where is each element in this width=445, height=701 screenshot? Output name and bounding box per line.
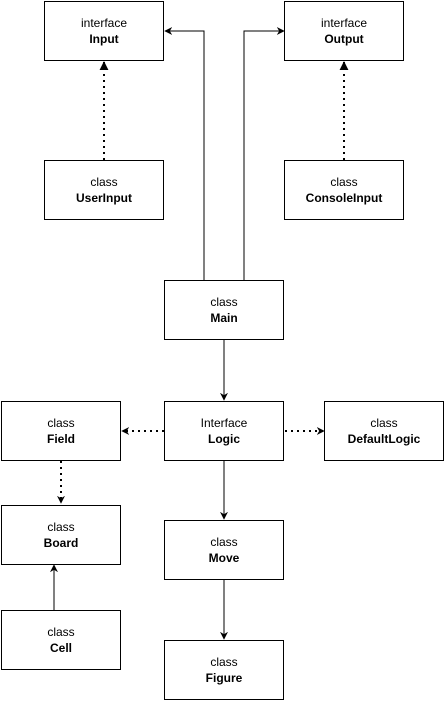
node-kind: class <box>47 625 75 639</box>
node-kind: class <box>210 295 238 309</box>
node-name: Input <box>89 32 119 46</box>
node-name: Cell <box>49 641 72 655</box>
node-kind: interface <box>80 16 128 30</box>
node-kind: class <box>47 520 75 534</box>
node-name: Figure <box>205 671 243 685</box>
node-defaultlogic: class DefaultLogic <box>324 401 444 461</box>
node-userinput: class UserInput <box>44 160 164 220</box>
node-kind: class <box>210 655 238 669</box>
node-name: Main <box>210 311 238 325</box>
node-consoleinput: class ConsoleInput <box>284 160 404 220</box>
node-name: Board <box>43 536 79 550</box>
node-name: Output <box>324 32 364 46</box>
node-output: interface Output <box>284 1 404 61</box>
node-name: ConsoleInput <box>305 191 383 205</box>
node-name: DefaultLogic <box>347 432 421 446</box>
node-kind: class <box>370 416 398 430</box>
node-kind: class <box>47 416 75 430</box>
node-kind: class <box>330 175 358 189</box>
edge-main-to-input <box>164 27 205 280</box>
node-name: Logic <box>208 432 240 446</box>
node-field: class Field <box>1 401 121 461</box>
node-board: class Board <box>1 505 121 565</box>
node-figure: class Figure <box>164 640 284 700</box>
node-name: UserInput <box>75 191 132 205</box>
node-move: class Move <box>164 520 284 580</box>
node-kind: interface <box>320 16 368 30</box>
node-name: Field <box>46 432 75 446</box>
node-logic: Interface Logic <box>164 401 284 461</box>
node-kind: class <box>210 535 238 549</box>
node-name: Move <box>208 551 240 565</box>
node-kind: Interface <box>200 416 248 430</box>
node-kind: class <box>90 175 118 189</box>
edge-main-to-output <box>243 27 285 280</box>
node-main: class Main <box>164 280 284 340</box>
node-cell: class Cell <box>1 610 121 670</box>
node-input: interface Input <box>44 1 164 61</box>
